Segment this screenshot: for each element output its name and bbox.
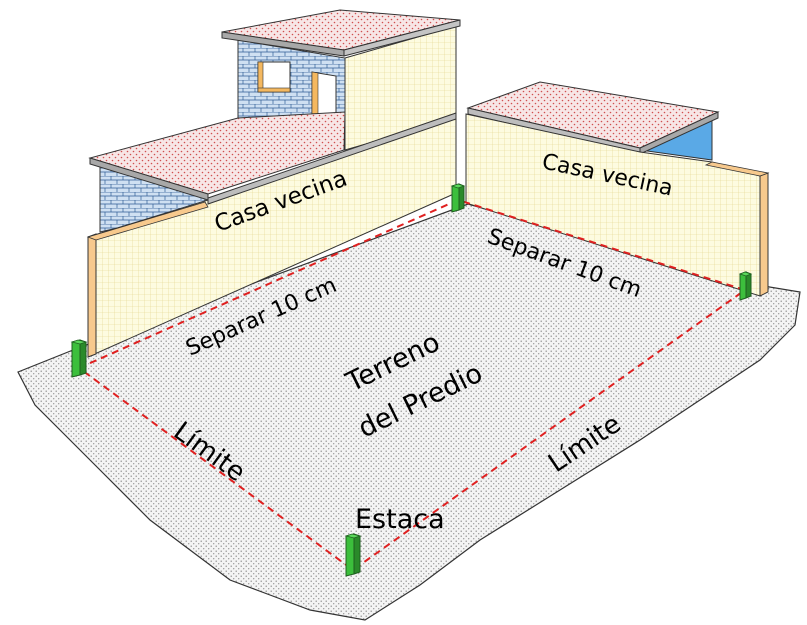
stake-left: [70, 339, 88, 378]
left-wall-edge: [87, 233, 97, 358]
stake-front: [344, 533, 362, 577]
label-estaca: Estaca: [355, 504, 445, 535]
right-wall-edge: [759, 172, 769, 297]
house-window: [257, 61, 291, 93]
stake-right: [738, 271, 753, 301]
stake-back: [450, 183, 466, 213]
boundary-line: [77, 198, 748, 572]
